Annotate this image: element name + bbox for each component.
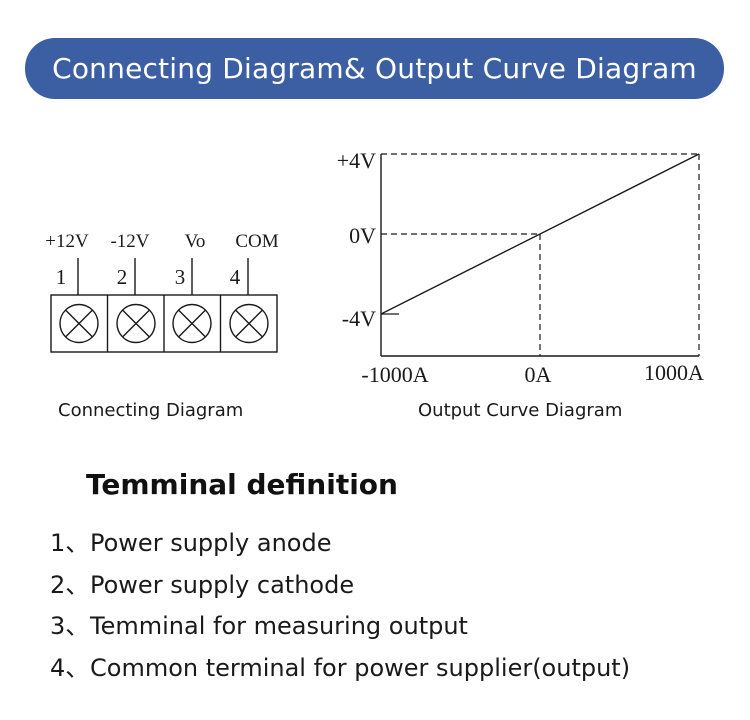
definition-item: 2、Power supply cathode <box>50 568 630 610</box>
output-curve-line <box>380 153 700 315</box>
y-tick-minus-4v: -4V <box>342 306 376 331</box>
output-curve-caption: Output Curve Diagram <box>418 400 623 421</box>
terminal-1-label: +12V <box>45 231 89 252</box>
x-tick-0a: 0A <box>525 362 552 387</box>
header-title: Connecting Diagram& Output Curve Diagram <box>52 52 697 85</box>
definition-text: Common terminal for power supplier(outpu… <box>90 653 631 682</box>
terminal-2-number: 2 <box>117 265 128 289</box>
terminal-definition-list: 1、Power supply anode 2、Power supply cath… <box>50 526 630 692</box>
definition-text: Power supply cathode <box>90 570 355 599</box>
definition-number: 3、 <box>50 612 90 640</box>
output-curve-diagram: +4V 0V -4V -1000A 0A 1000A <box>337 148 704 387</box>
terminal-4-number: 4 <box>230 265 241 289</box>
terminal-4-label: COM <box>235 231 278 252</box>
connecting-diagram: +12V -12V Vo COM 1 2 3 4 <box>45 231 279 353</box>
screw-4-icon <box>229 303 269 344</box>
definition-item: 4、Common terminal for power supplier(out… <box>50 651 630 693</box>
connecting-diagram-caption: Connecting Diagram <box>58 400 244 421</box>
definition-number: 4、 <box>50 653 90 682</box>
definition-number: 1、 <box>50 529 90 557</box>
definition-item: 3、Temminal for measuring output <box>50 609 630 651</box>
y-tick-0v: 0V <box>349 223 376 248</box>
screw-1-icon <box>59 303 99 344</box>
definition-text: Temminal for measuring output <box>90 612 468 640</box>
definition-item: 1、Power supply anode <box>50 526 630 568</box>
x-tick-1000a: 1000A <box>644 360 704 385</box>
definition-number: 2、 <box>50 570 90 599</box>
y-tick-plus-4v: +4V <box>337 148 376 173</box>
header-banner: Connecting Diagram& Output Curve Diagram <box>25 38 724 99</box>
screw-3-icon <box>172 303 212 344</box>
diagram-area: +12V -12V Vo COM 1 2 3 4 <box>45 148 704 387</box>
terminal-3-label: Vo <box>185 231 206 252</box>
terminal-definition-title: Temminal definition <box>86 468 398 501</box>
terminal-1-number: 1 <box>56 265 67 289</box>
terminal-3-number: 3 <box>175 265 186 289</box>
screw-2-icon <box>116 303 156 344</box>
terminal-2-label: -12V <box>110 231 149 252</box>
x-tick-minus-1000a: -1000A <box>361 362 428 387</box>
definition-text: Power supply anode <box>90 529 332 557</box>
